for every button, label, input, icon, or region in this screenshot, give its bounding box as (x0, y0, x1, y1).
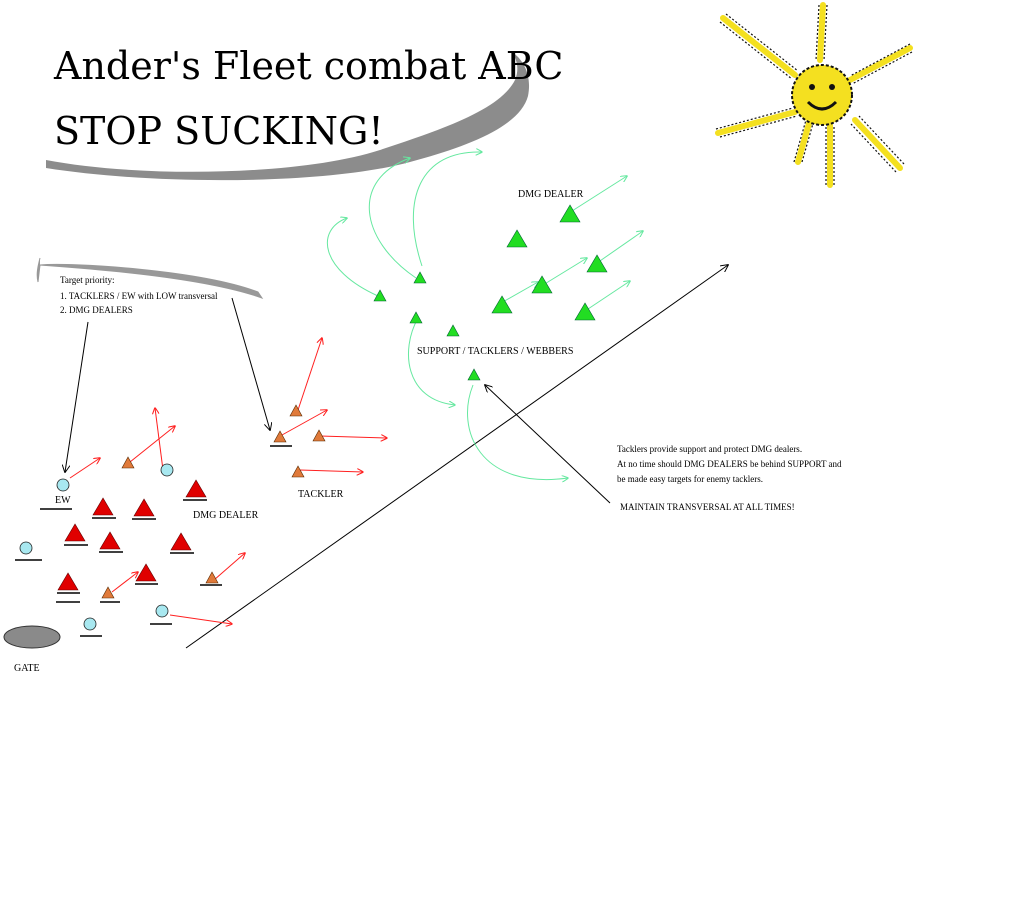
ally-support-group (373, 271, 481, 381)
label-ew: EW (55, 495, 71, 506)
gate-icon (3, 625, 61, 649)
priority-item-2: 2. DMG DEALERS (60, 305, 133, 315)
priority-heading: Target priority: (60, 275, 114, 285)
enemy-ew-group (19, 463, 174, 631)
priority-arrow-ew (65, 321, 89, 472)
label-dmg-dealer-left: DMG DEALER (193, 510, 259, 521)
title-swoosh (46, 52, 530, 181)
page-title: Ander's Fleet combat ABC (53, 44, 563, 88)
note-line-3: be made easy targets for enemy tacklers. (617, 474, 763, 484)
enemy-dmg-group (57, 479, 207, 591)
priority-item-1: 1. TACKLERS / EW with LOW transversal (60, 291, 218, 301)
gate-label: GATE (14, 663, 40, 674)
sun-icon (715, 2, 913, 188)
priority-arrow-tackler (231, 297, 270, 430)
label-dmg-dealer-right: DMG DEALER (518, 189, 584, 200)
label-support: SUPPORT / TACKLERS / WEBBERS (417, 346, 573, 357)
note-maintain: MAINTAIN TRANSVERSAL AT ALL TIMES! (620, 502, 795, 512)
enemy-tackler-group (101, 404, 326, 599)
note-line-2: At no time should DMG DEALERS be behind … (617, 459, 842, 469)
maintain-arrow (485, 385, 611, 504)
label-tackler: TACKLER (298, 489, 344, 500)
page-subtitle: STOP SUCKING! (54, 109, 384, 153)
ally-dmg-group (491, 204, 608, 321)
priority-bracket (36, 257, 264, 299)
transversal-arrow (185, 265, 728, 649)
note-line-1: Tacklers provide support and protect DMG… (617, 444, 802, 454)
